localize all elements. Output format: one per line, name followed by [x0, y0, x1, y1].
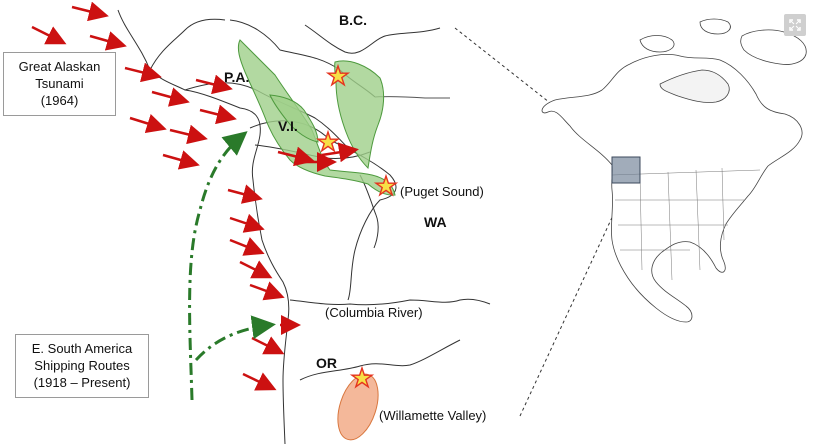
green-region	[237, 39, 396, 196]
north-america-inset	[541, 18, 807, 323]
label-or: OR	[316, 355, 337, 371]
legend-shipping: E. South America Shipping Routes (1918 –…	[15, 334, 149, 398]
label-willamette-valley: (Willamette Valley)	[379, 408, 487, 423]
expand-icon	[789, 19, 801, 31]
star-markers	[315, 63, 399, 389]
star-icon	[349, 365, 375, 389]
label-columbia-river: (Columbia River)	[325, 305, 423, 320]
legend-shipping-line: Shipping Routes	[34, 358, 130, 373]
legend-tsunami-line: Great Alaskan	[18, 59, 101, 74]
label-puget-sound: (Puget Sound)	[400, 184, 484, 199]
legend-tsunami-line: Tsunami	[35, 76, 84, 91]
expand-button[interactable]	[784, 14, 806, 36]
legend-tsunami-line: (1964)	[40, 93, 79, 108]
star-icon	[315, 129, 341, 153]
legend-shipping-line: E. South America	[31, 341, 133, 356]
label-wa: WA	[424, 214, 447, 230]
inset-highlight-box	[611, 156, 641, 184]
label-vi: V.I.	[278, 118, 298, 134]
star-icon	[325, 63, 351, 87]
legend-tsunami: Great Alaskan Tsunami (1964)	[3, 52, 116, 116]
tsunami-arrows	[31, 1, 359, 391]
legend-shipping-line: (1918 – Present)	[33, 375, 131, 390]
shipping-routes	[188, 131, 276, 401]
label-pa: P.A.	[224, 69, 250, 85]
star-icon	[373, 173, 399, 197]
label-bc: B.C.	[339, 12, 367, 28]
inset-connectors	[454, 27, 629, 417]
